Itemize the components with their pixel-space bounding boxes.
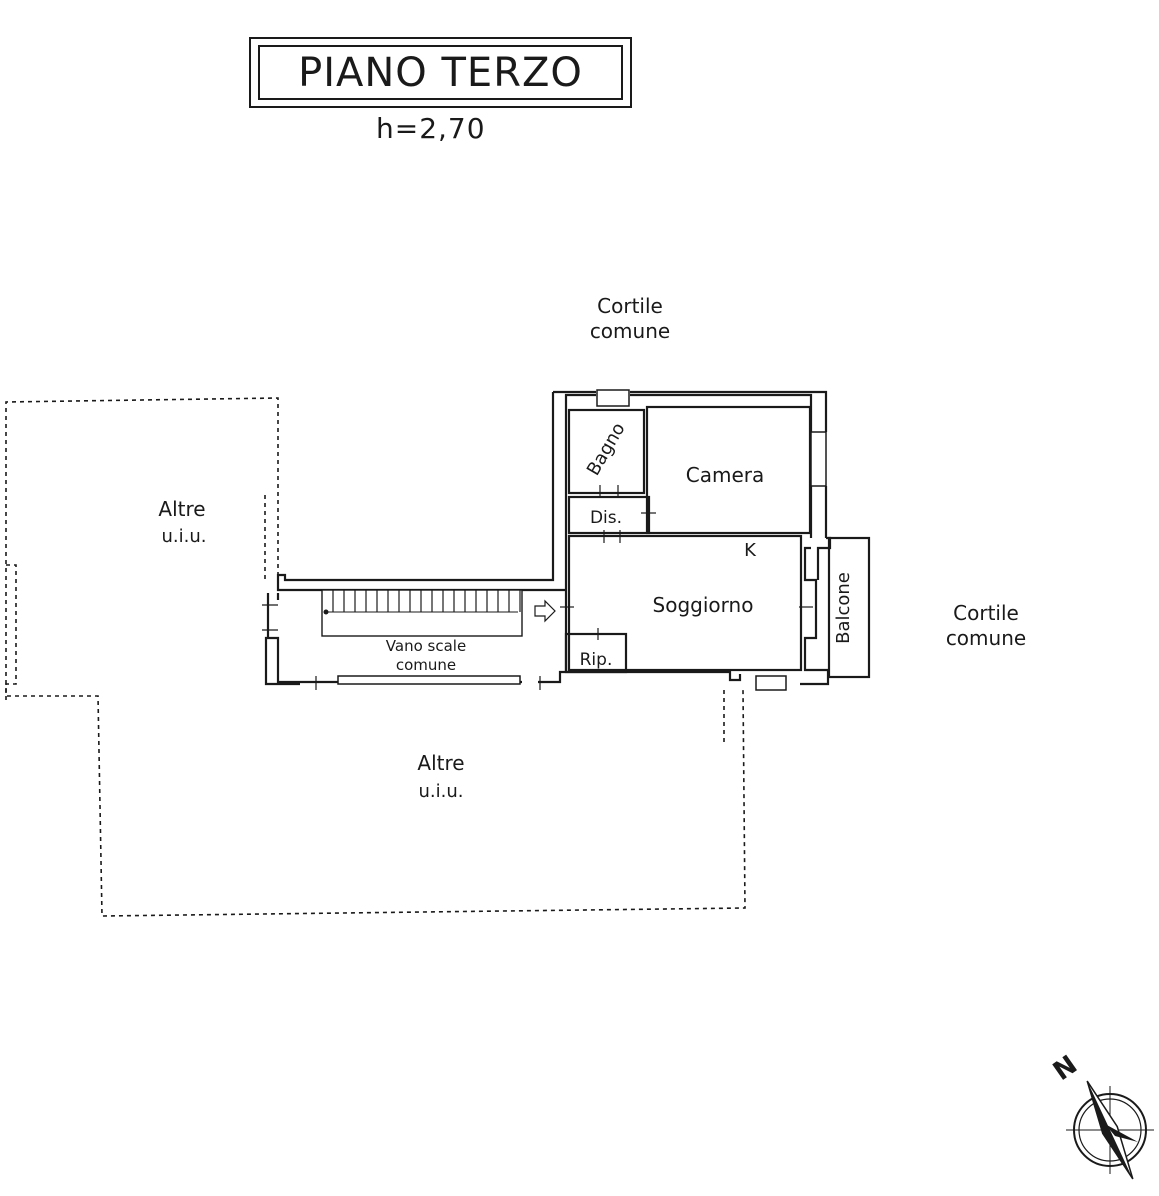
dis-label: Dis.	[590, 508, 622, 528]
vano-scale-label-2: comune	[396, 656, 456, 674]
soggiorno-label: Soggiorno	[653, 593, 754, 617]
cortile-top-label-1: Cortile	[597, 294, 663, 318]
altre-left-label-2: u.i.u.	[162, 526, 207, 547]
dis-room	[567, 495, 651, 535]
stair-hall-wall	[266, 593, 280, 638]
title-inner-frame: PIANO TERZO	[258, 45, 623, 100]
window-bagno	[596, 389, 630, 407]
north-compass: N	[1048, 1050, 1154, 1180]
altre-bottom-label-2: u.i.u.	[419, 781, 464, 802]
door-bagno	[599, 485, 619, 498]
altre-uiu-left-outline	[5, 397, 279, 700]
window-ticks	[315, 676, 541, 690]
camera-label: Camera	[686, 463, 765, 487]
camera-room	[645, 405, 812, 535]
bagno-room	[567, 408, 646, 495]
window-soggiorno	[755, 675, 787, 691]
apartment-walls	[264, 390, 871, 690]
staircase	[321, 589, 556, 637]
balcone-area	[827, 536, 871, 679]
neighbor-units-outline	[5, 397, 746, 917]
cortile-top-label-2: comune	[590, 319, 670, 343]
altre-uiu-left-outline-b	[5, 564, 746, 917]
kitchen-mark: K	[744, 540, 757, 561]
vano-scale-label-1: Vano scale	[386, 637, 466, 655]
floor-title: PIANO TERZO	[298, 49, 583, 96]
window-camera	[810, 431, 827, 487]
balcone-label: Balcone	[833, 572, 854, 644]
soggiorno-room	[567, 534, 803, 672]
bagno-label: Bagno	[583, 419, 630, 479]
altre-left-label-1: Altre	[158, 497, 205, 521]
north-label: N	[1048, 1050, 1083, 1087]
title-frame: PIANO TERZO	[249, 37, 632, 108]
rip-room	[564, 632, 628, 674]
rip-label: Rip.	[580, 650, 613, 670]
door-dis-bottom	[603, 530, 621, 543]
cortile-right-label-2: comune	[946, 626, 1026, 650]
ceiling-height: h=2,70	[376, 112, 486, 145]
altre-bottom-label-1: Altre	[417, 751, 464, 775]
door-stair-left	[262, 604, 278, 631]
windows	[337, 389, 827, 691]
room-labels: Cortile comune Cortile comune Altre u.i.…	[158, 294, 1026, 802]
cortile-right-label-1: Cortile	[953, 601, 1019, 625]
door-marks	[262, 485, 813, 690]
window-stair	[337, 675, 521, 685]
